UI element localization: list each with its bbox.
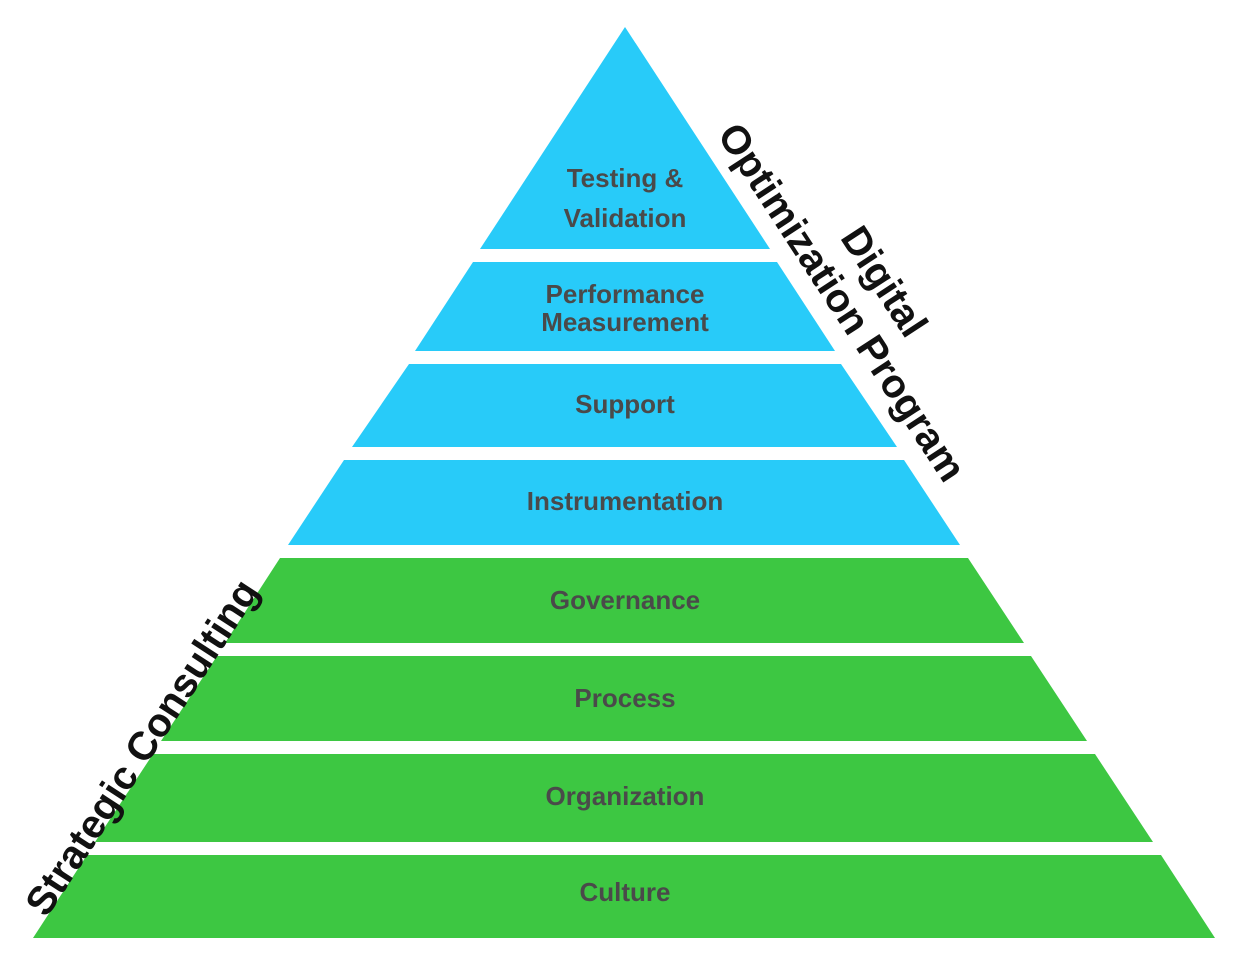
tier-label-culture: Culture (579, 877, 671, 907)
tier-label-process: Process (574, 683, 676, 713)
tier-label-performance-measurement: Performance Measurement (541, 279, 709, 337)
tier-shape-support (352, 364, 897, 447)
tier-shape-culture (33, 855, 1215, 938)
tier-label-organization: Organization (545, 781, 705, 811)
tier-shape-testing-validation (480, 27, 770, 249)
tier-shape-performance-measurement (415, 262, 835, 351)
tier-shape-organization (95, 754, 1153, 842)
tier-shape-process (161, 656, 1087, 741)
tier-label-testing-validation: Testing & Validation (563, 163, 687, 233)
tier-label-governance: Governance (549, 585, 701, 615)
tier-shape-instrumentation (288, 460, 960, 545)
tier-label-instrumentation: Instrumentation (526, 486, 724, 516)
tier-shape-governance (225, 558, 1024, 643)
tier-label-support: Support (575, 389, 675, 419)
